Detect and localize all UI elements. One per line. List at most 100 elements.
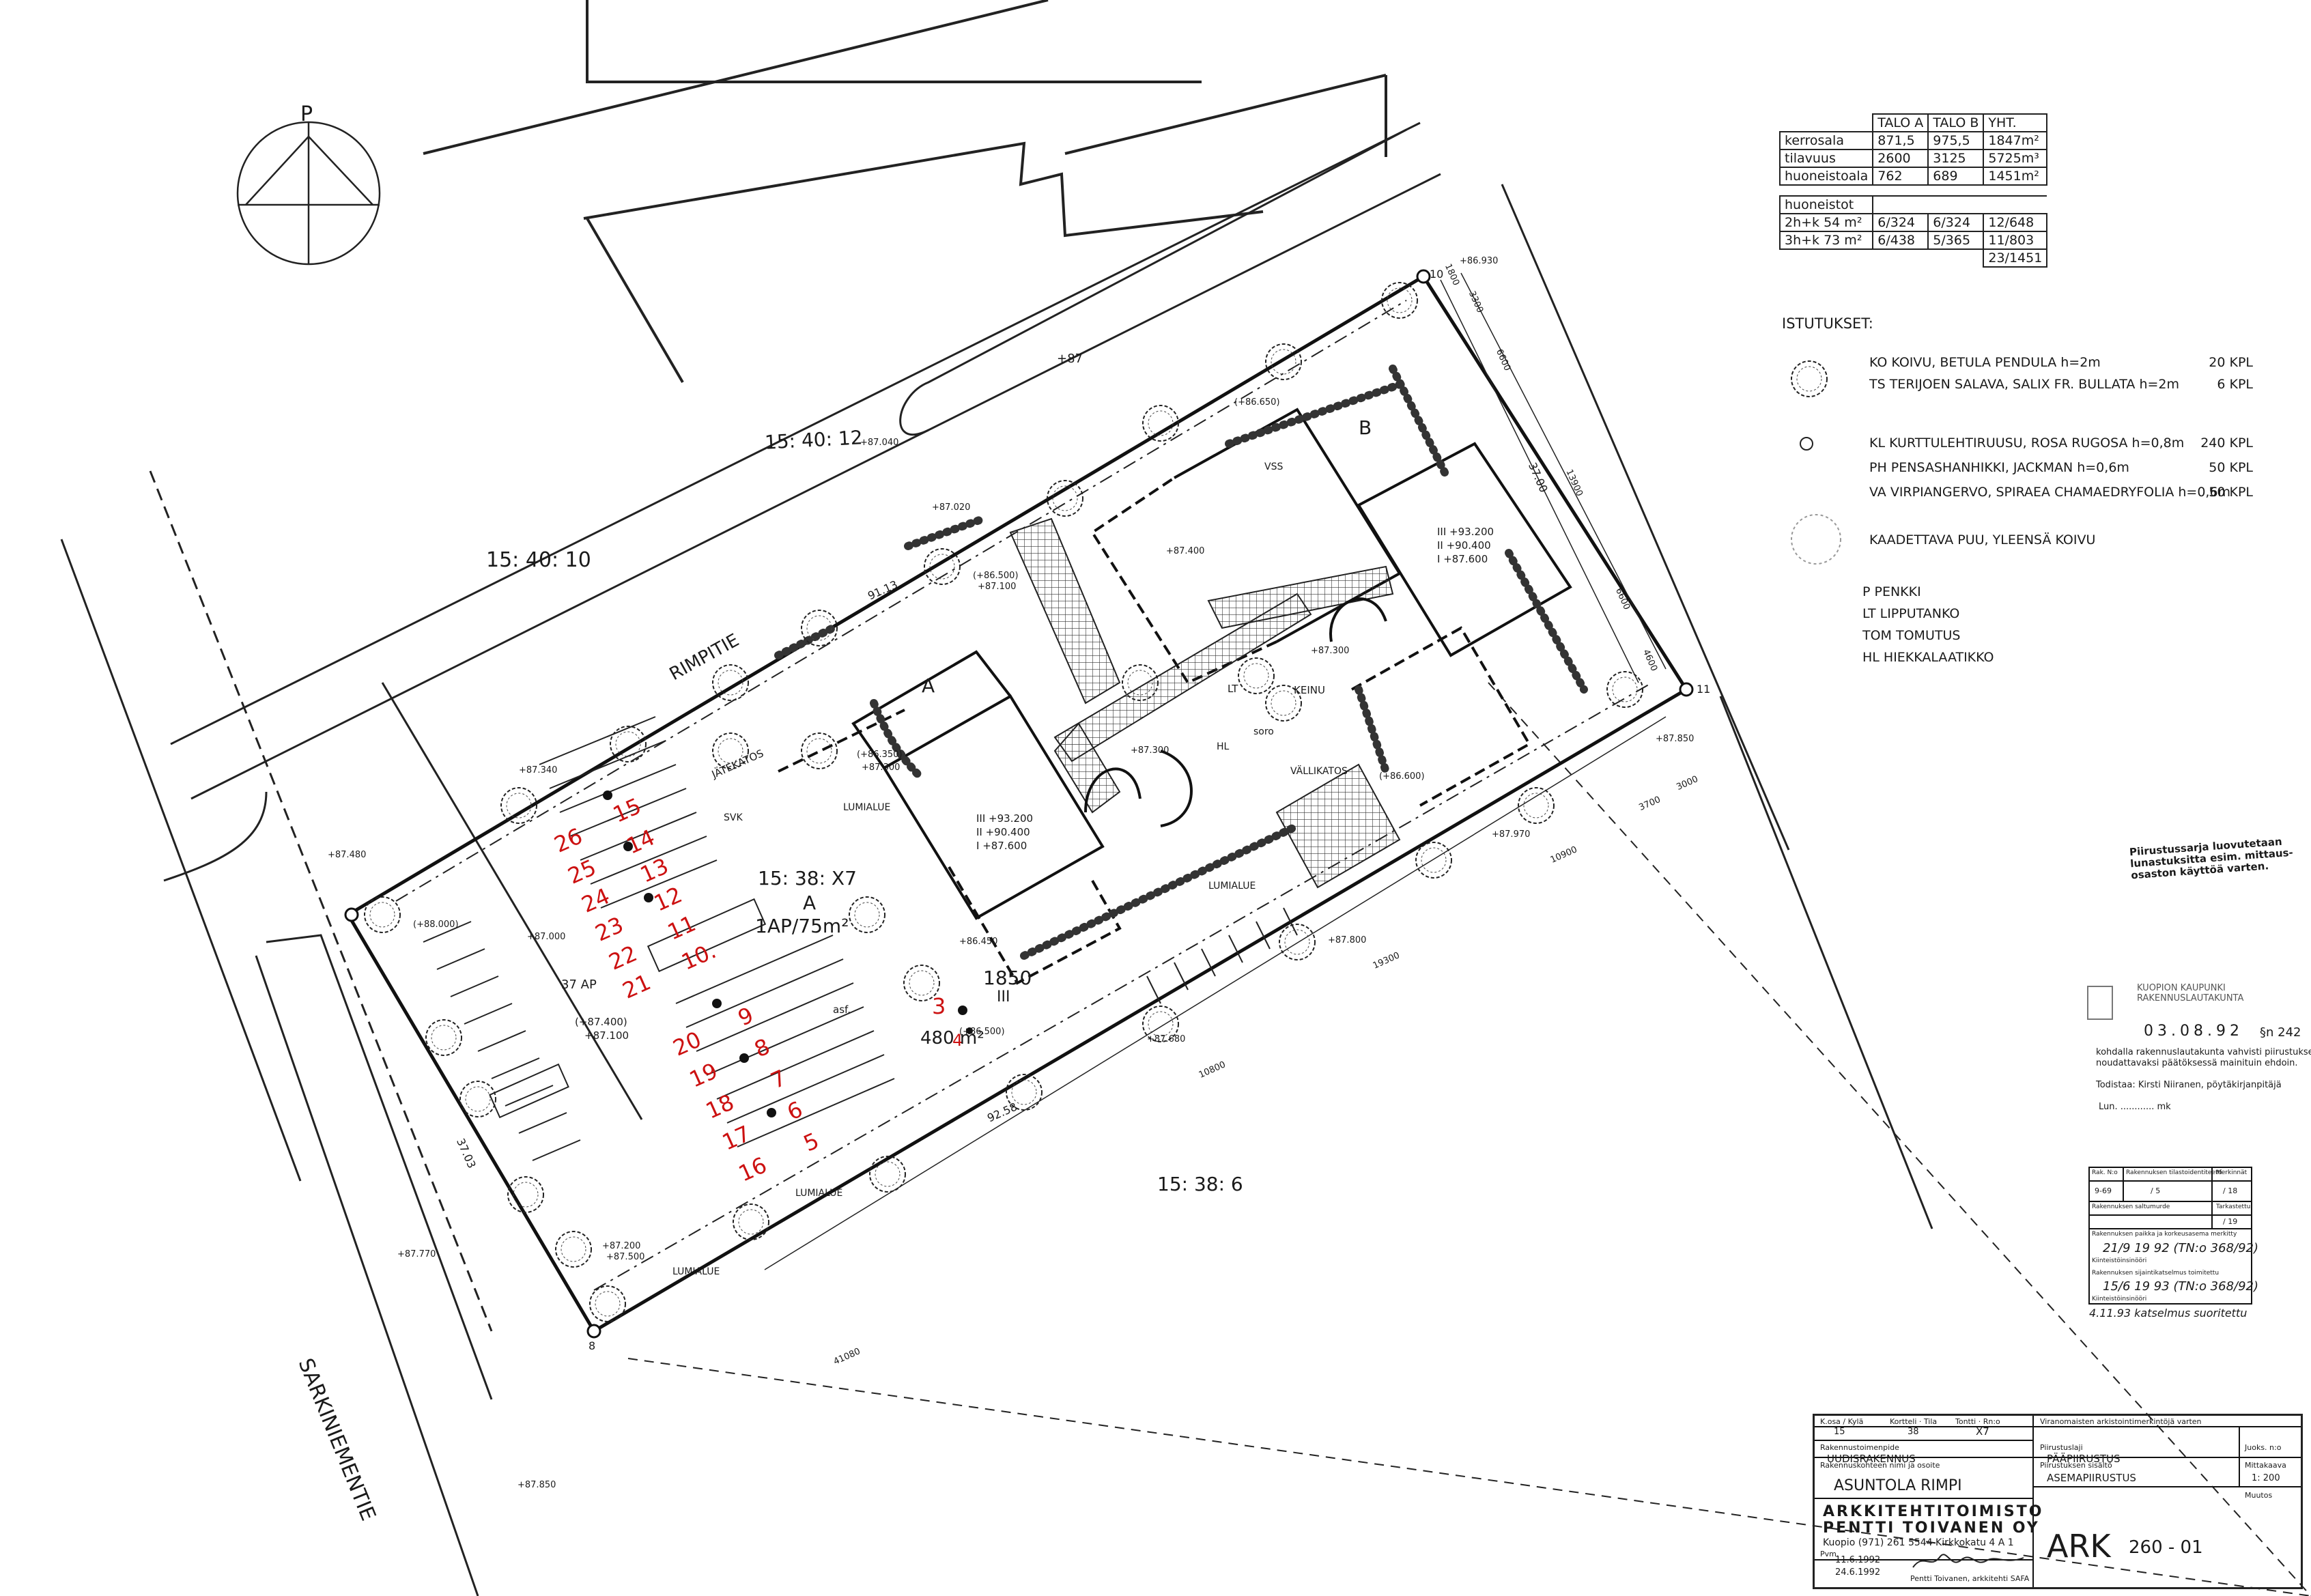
table-cell: TALO A (1872, 113, 1929, 132)
planting-count: 6 KPL (2217, 377, 2253, 392)
table-cell: 3125 (1927, 149, 1985, 168)
abbreviation: LT LIPPUTANKO (1862, 606, 1960, 621)
elevation: +87.970 (1492, 829, 1531, 840)
permit-header: Merkinnät (2216, 1169, 2248, 1176)
elevation: +87.770 (397, 1249, 436, 1259)
permit-header: Rak. N:o (2092, 1169, 2118, 1176)
table-row: 23/1451 (1780, 248, 2048, 268)
table-cell: tilavuus (1778, 149, 1874, 168)
tb-label: Rakennuskohteen nimi ja osoite (1820, 1461, 1940, 1470)
planting-item: TS TERIJOEN SALAVA, SALIX FR. BULLATA h=… (1869, 377, 2179, 392)
abbreviation: HL HIEKKALAATIKKO (1862, 650, 1994, 665)
approval-date: 03.08.92 (2144, 1023, 2243, 1040)
table-cell: kerrosala (1778, 131, 1874, 150)
tb-label: Piirustuslaji (2040, 1443, 2083, 1452)
building-a-floor3: III +93.200 (976, 812, 1034, 825)
parking-number: 3 (932, 993, 946, 1019)
permit-label: Kiinteistöinsinööri (2092, 1257, 2147, 1264)
permit-value: 9-69 (2095, 1186, 2112, 1195)
permit-handwritten: 21/9 19 92 (TN:o 368/92) (2103, 1241, 2259, 1255)
tb-value: X7 (1976, 1425, 1989, 1438)
elevation: +86.450 (959, 937, 998, 947)
elevation: +87.480 (328, 850, 367, 860)
table-cell (1983, 196, 2047, 214)
planting-count: 50 KPL (2209, 485, 2253, 500)
permit-handwritten: 15/6 19 93 (TN:o 368/92) (2103, 1279, 2259, 1294)
shrub-rows (774, 365, 1588, 960)
table-cell: huoneistoala (1778, 167, 1874, 186)
building-a-label: A (922, 674, 935, 697)
block-label-15-40-10: 15: 40: 10 (486, 548, 591, 572)
table-cell (1928, 248, 1985, 267)
label-soro: soro (1253, 726, 1274, 737)
project-name: ASUNTOLA RIMPI (1834, 1477, 1962, 1494)
block-label-15-38-6: 15: 38: 6 (1157, 1173, 1243, 1195)
approval-text: noudattavaksi päätöksessä mainituin ehdo… (2096, 1058, 2298, 1068)
table-cell: 2h+k 54 m² (1778, 213, 1874, 232)
permit-label: Rakennuksen paikka ja korkeusasema merki… (2092, 1231, 2237, 1238)
elevation: +87.500 (606, 1252, 645, 1262)
approval-number: §n 242 (2260, 1025, 2301, 1040)
planting-count: 240 KPL (2200, 436, 2253, 451)
elevation: +87.850 (1656, 734, 1695, 744)
sarkiniementie-street (266, 934, 2311, 1596)
north-arrow-icon (236, 121, 381, 266)
permit-value: / 19 (2223, 1217, 2238, 1226)
table-row: 2h+k 54 m² 6/324 6/324 12/648 (1778, 213, 2048, 232)
table-cell: 12/648 (1983, 213, 2048, 232)
table-cell: YHT. (1983, 113, 2048, 132)
table-cell (1928, 196, 1983, 214)
table-cell: 11/803 (1983, 231, 2048, 250)
label-altitude: 1850 (983, 967, 1032, 989)
tb-value: 15 (1834, 1427, 1845, 1437)
corner-point-8: 8 (589, 1339, 596, 1352)
plot-label-line1: 15: 38: X7 (758, 867, 857, 889)
plantings-title: ISTUTUKSET: (1782, 315, 1873, 332)
label-vaellikatos: VÄLLIKATOS (1290, 766, 1348, 777)
elevation: +87.850 (518, 1480, 556, 1490)
tb-value: PÄÄPIIRUSTUS (2047, 1453, 2121, 1465)
title-block-grid (1815, 1414, 2303, 1589)
building-a-floor1: I +87.600 (976, 840, 1027, 852)
label-keinu: KEINU (1294, 684, 1325, 696)
label-lumialue-2: LUMIALUE (795, 1188, 843, 1199)
office-company: PENTTI TOIVANEN OY (1823, 1520, 2040, 1537)
title-block: K.osa / Kylä 15 Kortteli · Tila 38 Tontt… (1813, 1414, 2303, 1589)
table-cell: 689 (1927, 167, 1985, 186)
table-cell (1780, 249, 1873, 267)
table-row: tilavuus 2600 3125 5725m³ (1778, 149, 2048, 168)
table-row: TALO A TALO B YHT. (1780, 113, 2048, 132)
table-cell: 6/438 (1872, 231, 1929, 250)
label-altitude-floor: III (997, 988, 1010, 1006)
office-name: ARKKITEHTITOIMISTO (1823, 1503, 2044, 1520)
building-b-floor2: II +90.400 (1437, 539, 1491, 552)
planting-item: PH PENSASHANHIKKI, JACKMAN h=0,6m (1869, 460, 2129, 475)
elevation: (+88.000) (413, 920, 459, 930)
elevation: +87.300 (1131, 745, 1169, 756)
label-vss: VSS (1264, 461, 1284, 472)
tb-label: Rakennustoimenpide (1820, 1443, 1899, 1452)
corner-point-11: 11 (1697, 683, 1711, 696)
elevation: +87.020 (932, 502, 971, 513)
table-row: huoneistot (1778, 195, 2047, 214)
table-cell: 5/365 (1927, 231, 1985, 250)
table-cell: 6/324 (1872, 213, 1929, 232)
table-cell: 975,5 (1927, 131, 1985, 150)
label-lumialue-4: LUMIALUE (1208, 881, 1256, 892)
table-cell: 2600 (1872, 149, 1929, 168)
kl-symbol-icon (1800, 437, 1813, 451)
table-row: 3h+k 73 m² 6/438 5/365 11/803 (1778, 231, 2048, 250)
tb-value: 38 (1908, 1427, 1919, 1437)
table-row: kerrosala 871,5 975,5 1847m² (1778, 131, 2048, 150)
elevation: +87.000 (527, 932, 566, 942)
corner-point-10: 10 (1430, 268, 1444, 281)
tb-signer: Pentti Toivanen, arkkitehti SAFA (1910, 1574, 2030, 1583)
corner-points (344, 269, 1694, 1339)
planting-item: KL KURTTULEHTIRUUSU, ROSA RUGOSA h=0,8m (1869, 436, 2185, 451)
permit-label: Rakennuksen sijaintikatselmus toimitettu (2092, 1270, 2220, 1277)
permit-label: Kiinteistöinsinööri (2092, 1296, 2147, 1302)
elevation: +86.930 (1460, 256, 1499, 266)
label-asf: asf. (833, 1003, 851, 1016)
tb-value: ASEMAPIIRUSTUS (2047, 1472, 2136, 1484)
